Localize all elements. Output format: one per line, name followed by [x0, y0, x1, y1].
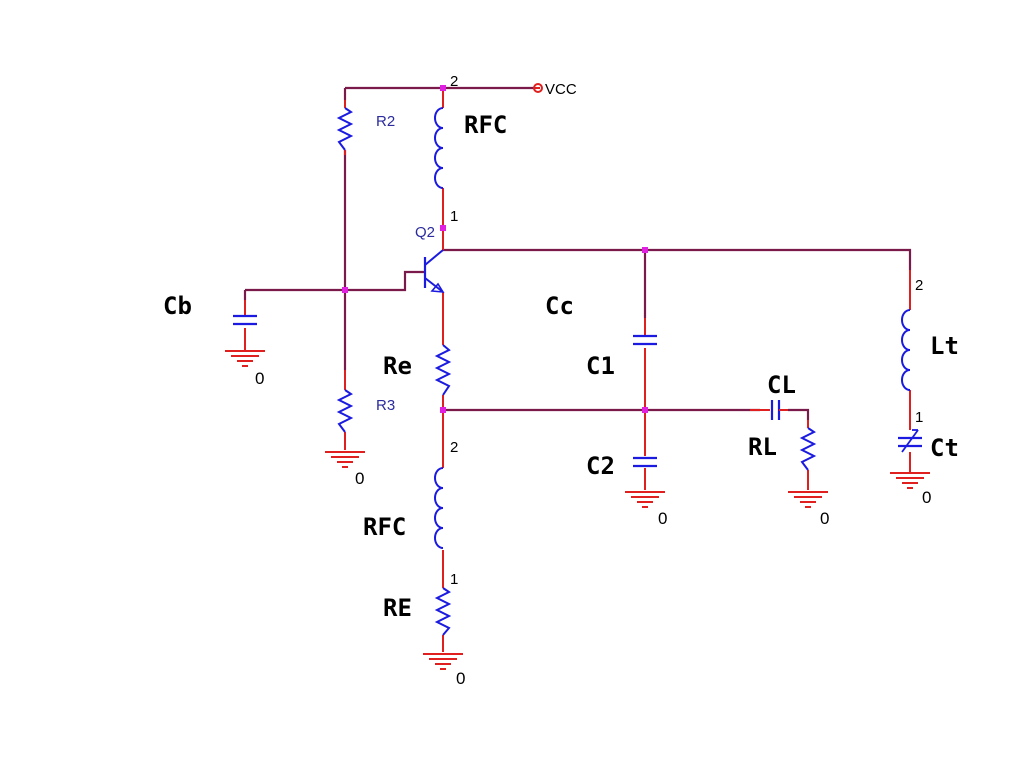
resistor-rl-symbol — [799, 427, 817, 471]
junction-rfc-collector — [440, 225, 446, 231]
capacitor-c2: C2 0 — [586, 452, 667, 528]
resistor-re-small: Re — [383, 344, 452, 396]
resistor-r3-symbol — [336, 389, 354, 433]
capacitor-ct-variable-arrow — [901, 429, 919, 453]
capacitor-c1-label: C1 — [586, 352, 615, 380]
inductor-lt-pin1: 1 — [915, 409, 923, 426]
ground-cb-label: 0 — [255, 369, 264, 388]
inductor-rfc-top: RFC 1 — [434, 107, 507, 225]
wires — [243, 86, 912, 420]
inductor-rfc-bottom: 2 RFC 1 — [363, 439, 458, 588]
inductor-rfc-bottom-pin2: 2 — [450, 439, 458, 456]
inductor-rfc-bottom-label: RFC — [363, 513, 406, 541]
transistor-q2-emitter-arrow — [430, 282, 445, 293]
ground-rl — [787, 491, 829, 508]
inductor-lt: 2 Lt 1 — [901, 277, 959, 426]
inductor-rfc-top-label: RFC — [464, 111, 507, 139]
inductor-rfc-bottom-symbol — [434, 467, 444, 549]
ground-r3-label: 0 — [355, 469, 364, 488]
resistor-r2-symbol — [336, 107, 354, 151]
ground-r3 — [324, 451, 366, 468]
capacitor-cc-label: Cc — [545, 292, 574, 320]
resistor-re-large-label: RE — [383, 594, 412, 622]
junction-dots — [342, 85, 648, 413]
capacitor-ct: Ct 0 — [889, 429, 959, 507]
vcc-terminal: VCC 2 — [450, 73, 577, 98]
capacitor-ct-label: Ct — [930, 434, 959, 462]
junction-bias — [342, 287, 348, 293]
ground-cb — [224, 350, 266, 367]
resistor-r2-ref: R2 — [376, 113, 395, 130]
capacitor-cb-label: Cb — [163, 292, 192, 320]
resistor-r2: R2 — [336, 107, 395, 151]
junction-emitter — [440, 407, 446, 413]
resistor-r3: R3 0 — [324, 389, 395, 488]
junction-output — [642, 407, 648, 413]
capacitor-cl-label: CL — [767, 371, 796, 399]
ground-ct — [889, 472, 931, 489]
base-wire — [245, 270, 425, 292]
transistor-q2-collector-lead — [424, 249, 444, 266]
inductor-lt-label: Lt — [930, 332, 959, 360]
inductor-lt-symbol — [901, 309, 911, 391]
ground-ct-label: 0 — [922, 488, 931, 507]
collector-rail-wire — [443, 248, 912, 270]
capacitor-cl: CL — [767, 371, 796, 420]
inductor-rfc-bottom-pin1: 1 — [450, 571, 458, 588]
ground-re — [422, 653, 464, 670]
component-leads — [244, 87, 911, 652]
resistor-re-small-symbol — [434, 344, 452, 396]
resistor-re-large-symbol — [434, 587, 452, 636]
junction-vcc — [440, 85, 446, 91]
transistor-q2-ref: Q2 — [415, 224, 435, 241]
junction-collector-rail — [642, 247, 648, 253]
ground-c2 — [624, 491, 666, 508]
vcc-label: VCC — [545, 81, 577, 98]
capacitor-c2-label: C2 — [586, 452, 615, 480]
resistor-rl-label: RL — [748, 433, 777, 461]
vcc-terminal-circle — [533, 83, 543, 93]
capacitor-cb: Cb 0 — [163, 292, 266, 388]
inductor-rfc-top-pin1: 1 — [450, 208, 458, 225]
ground-rl-label: 0 — [820, 509, 829, 528]
inductor-lt-pin2: 2 — [915, 277, 923, 294]
ground-c2-label: 0 — [658, 509, 667, 528]
resistor-r3-ref: R3 — [376, 397, 395, 414]
resistor-re-large: RE 0 — [383, 587, 465, 688]
ground-re-label: 0 — [456, 669, 465, 688]
rl-top-wire — [788, 408, 810, 420]
transistor-q2-emitter-lead — [424, 277, 444, 293]
transistor-q2: Q2 — [415, 224, 445, 293]
resistor-re-small-label: Re — [383, 352, 412, 380]
resistor-rl: RL 0 — [748, 427, 829, 528]
capacitor-c1: C1 — [586, 334, 657, 380]
inductor-rfc-top-symbol — [434, 107, 444, 189]
vcc-pin-number: 2 — [450, 73, 458, 90]
